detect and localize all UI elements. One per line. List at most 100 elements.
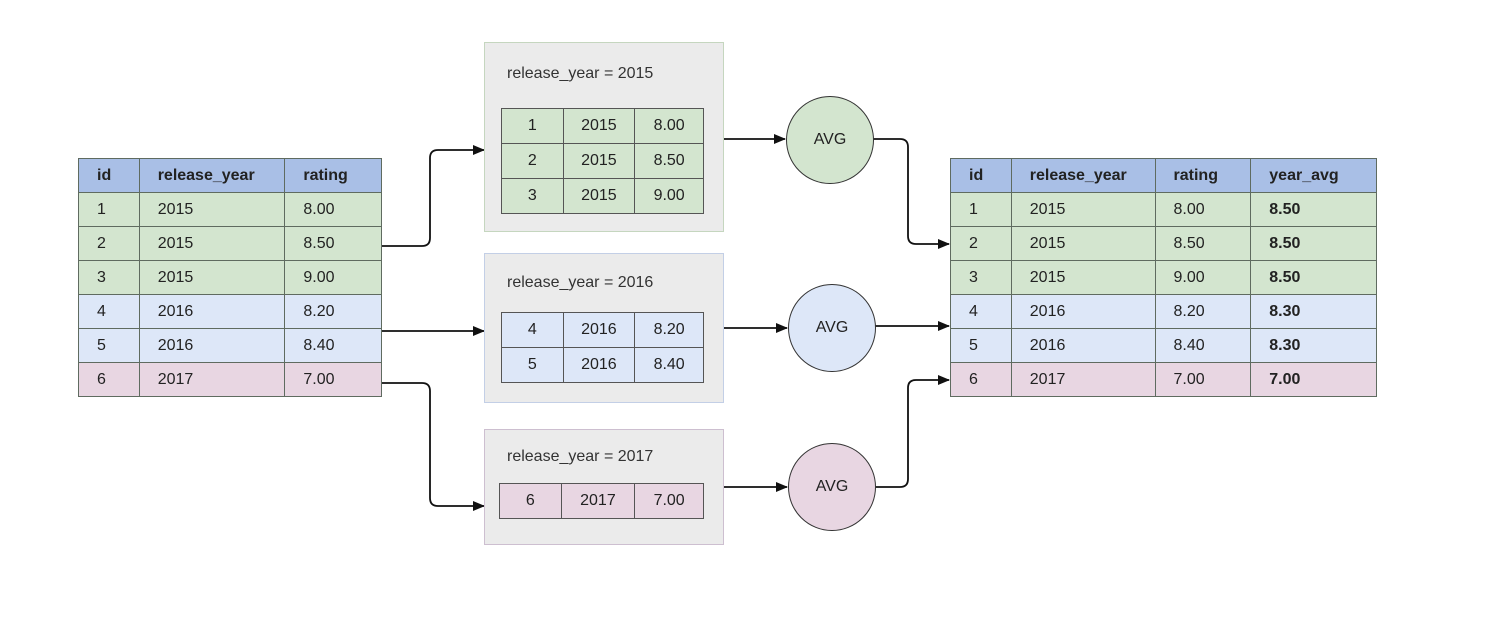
id-cell: 1 [501,108,564,144]
header-cell: release_year [1010,158,1156,193]
year-avg-cell: 8.50 [1250,192,1377,227]
header-cell: release_year [138,158,286,193]
rating-cell: 8.00 [284,192,382,227]
table-row: 4 2016 8.20 8.30 [950,294,1377,329]
partition-title: release_year = 2016 [507,274,654,291]
release-year-cell: 2016 [562,312,636,348]
table-row: 2 2015 8.50 [78,226,382,261]
partition-table: 1 2015 8.00 2 2015 8.50 3 2015 9.00 [501,108,704,214]
table-row: 3 2015 9.00 8.50 [950,260,1377,295]
partition-table: 4 2016 8.20 5 2016 8.40 [501,312,704,383]
table-row: 5 2016 8.40 [78,328,382,363]
table-row: 2 2015 8.50 [501,143,704,179]
rating-cell: 8.40 [284,328,382,363]
release-year-cell: 2015 [562,178,636,214]
year-avg-cell: 8.50 [1250,226,1377,261]
table-row: 3 2015 9.00 [501,178,704,214]
partition-2017: release_year = 2017 6 2017 7.00 [484,429,724,545]
rating-cell: 8.20 [284,294,382,329]
id-cell: 5 [78,328,140,363]
release-year-cell: 2015 [1010,192,1156,227]
rating-cell: 7.00 [634,483,704,519]
rating-cell: 8.50 [634,143,704,179]
id-cell: 3 [950,260,1012,295]
release-year-cell: 2015 [138,260,286,295]
table-row: 1 2015 8.00 [78,192,382,227]
year-avg-cell: 8.30 [1250,328,1377,363]
id-cell: 1 [950,192,1012,227]
output-table: id release_year rating year_avg 1 2015 8… [950,158,1377,397]
rating-cell: 8.20 [634,312,704,348]
header-cell: id [78,158,140,193]
table-row: 1 2015 8.00 8.50 [950,192,1377,227]
release-year-cell: 2015 [138,192,286,227]
id-cell: 5 [501,347,564,383]
input-header-row: id release_year rating [78,158,382,193]
rating-cell: 9.00 [284,260,382,295]
release-year-cell: 2016 [138,328,286,363]
id-cell: 6 [499,483,562,519]
year-avg-cell: 8.30 [1250,294,1377,329]
avg-node-2017: AVG [788,443,876,531]
release-year-cell: 2016 [138,294,286,329]
avg-node-2016: AVG [788,284,876,372]
rating-cell: 8.50 [284,226,382,261]
table-row: 6 2017 7.00 [78,362,382,397]
output-header-row: id release_year rating year_avg [950,158,1377,193]
partition-title: release_year = 2017 [507,448,654,465]
release-year-cell: 2015 [562,108,636,144]
id-cell: 5 [950,328,1012,363]
table-row: 1 2015 8.00 [501,108,704,144]
release-year-cell: 2017 [138,362,286,397]
rating-cell: 8.20 [1154,294,1252,329]
avg-node-2015: AVG [786,96,874,184]
header-cell: rating [284,158,382,193]
rating-cell: 8.00 [634,108,704,144]
release-year-cell: 2017 [560,483,636,519]
rating-cell: 8.40 [634,347,704,383]
table-row: 4 2016 8.20 [501,312,704,348]
id-cell: 6 [950,362,1012,397]
release-year-cell: 2016 [1010,294,1156,329]
rating-cell: 8.40 [1154,328,1252,363]
year-avg-cell: 7.00 [1250,362,1377,397]
rating-cell: 7.00 [284,362,382,397]
arrow-input-to-2015 [382,145,485,247]
release-year-cell: 2015 [138,226,286,261]
partition-table: 6 2017 7.00 [499,483,704,519]
input-table: id release_year rating 1 2015 8.00 2 201… [78,158,382,397]
table-row: 6 2017 7.00 7.00 [950,362,1377,397]
rating-cell: 8.50 [1154,226,1252,261]
table-row: 4 2016 8.20 [78,294,382,329]
id-cell: 4 [78,294,140,329]
table-row: 5 2016 8.40 8.30 [950,328,1377,363]
year-avg-cell: 8.50 [1250,260,1377,295]
release-year-cell: 2015 [562,143,636,179]
header-cell: year_avg [1250,158,1377,193]
id-cell: 2 [501,143,564,179]
release-year-cell: 2016 [1010,328,1156,363]
header-cell: id [950,158,1012,193]
table-row: 5 2016 8.40 [501,347,704,383]
rating-cell: 7.00 [1154,362,1252,397]
rating-cell: 8.00 [1154,192,1252,227]
id-cell: 2 [950,226,1012,261]
release-year-cell: 2015 [1010,260,1156,295]
arrow-avg2015-to-output [873,138,950,249]
partition-title: release_year = 2015 [507,65,654,82]
release-year-cell: 2016 [562,347,636,383]
id-cell: 1 [78,192,140,227]
arrow-avg2017-to-output [875,375,950,488]
partition-2016: release_year = 2016 4 2016 8.20 5 2016 8… [484,253,724,403]
id-cell: 4 [501,312,564,348]
arrow-input-to-2017 [382,382,485,511]
table-row: 2 2015 8.50 8.50 [950,226,1377,261]
id-cell: 2 [78,226,140,261]
table-row: 6 2017 7.00 [499,483,704,519]
rating-cell: 9.00 [1154,260,1252,295]
id-cell: 4 [950,294,1012,329]
table-row: 3 2015 9.00 [78,260,382,295]
release-year-cell: 2017 [1010,362,1156,397]
rating-cell: 9.00 [634,178,704,214]
